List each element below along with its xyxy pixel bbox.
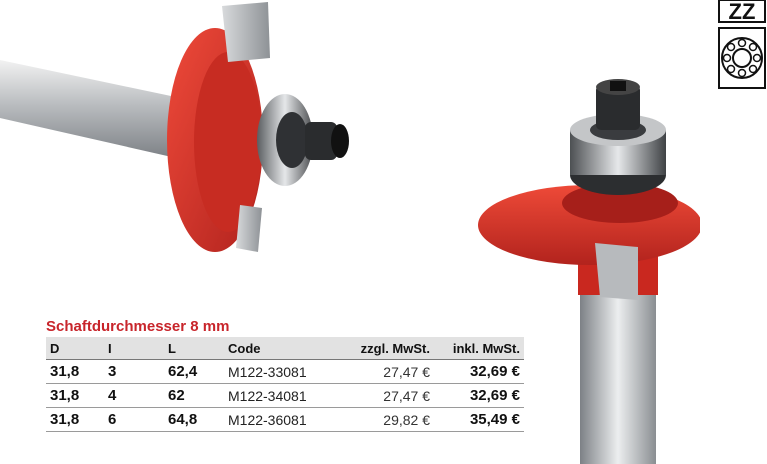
- cell-gross-price: 35,49 €: [434, 407, 524, 432]
- cell-net-price: 27,47 €: [344, 359, 434, 384]
- router-bit-photo-left: [0, 2, 349, 252]
- feature-badges: ZZ: [718, 0, 766, 89]
- cell-code: M122-34081: [224, 383, 344, 408]
- cell-gross-price: 32,69 €: [434, 383, 524, 408]
- cell-d: 31,8: [46, 359, 104, 384]
- cell-gross-price: 32,69 €: [434, 359, 524, 384]
- cell-i: 6: [104, 407, 164, 432]
- col-header-gross: inkl. MwSt.: [434, 337, 524, 360]
- cell-i: 4: [104, 383, 164, 408]
- cell-d: 31,8: [46, 383, 104, 408]
- badge-number: ZZ: [729, 0, 756, 24]
- cell-d: 31,8: [46, 407, 104, 432]
- cell-net-price: 29,82 €: [344, 407, 434, 432]
- bearing-icon: [718, 27, 766, 89]
- col-header-d: D: [46, 337, 104, 360]
- router-bit-photo-right: [478, 79, 700, 464]
- table-row: 31,8 4 62 M122-34081 27,47 € 32,69 €: [46, 383, 524, 408]
- cell-l: 64,8: [164, 407, 224, 432]
- spec-table: D I L Code zzgl. MwSt. inkl. MwSt. 31,8 …: [46, 337, 524, 432]
- cell-code: M122-33081: [224, 359, 344, 384]
- col-header-code: Code: [224, 337, 344, 360]
- cell-net-price: 27,47 €: [344, 383, 434, 408]
- table-row: 31,8 3 62,4 M122-33081 27,47 € 32,69 €: [46, 359, 524, 384]
- col-header-i: I: [104, 337, 164, 360]
- col-header-net: zzgl. MwSt.: [344, 337, 434, 360]
- table-row: 31,8 6 64,8 M122-36081 29,82 € 35,49 €: [46, 407, 524, 432]
- table-header-row: D I L Code zzgl. MwSt. inkl. MwSt.: [46, 337, 524, 360]
- cell-l: 62: [164, 383, 224, 408]
- section-title: Schaftdurchmesser 8 mm: [46, 318, 230, 335]
- col-header-l: L: [164, 337, 224, 360]
- cell-code: M122-36081: [224, 407, 344, 432]
- cell-l: 62,4: [164, 359, 224, 384]
- cell-i: 3: [104, 359, 164, 384]
